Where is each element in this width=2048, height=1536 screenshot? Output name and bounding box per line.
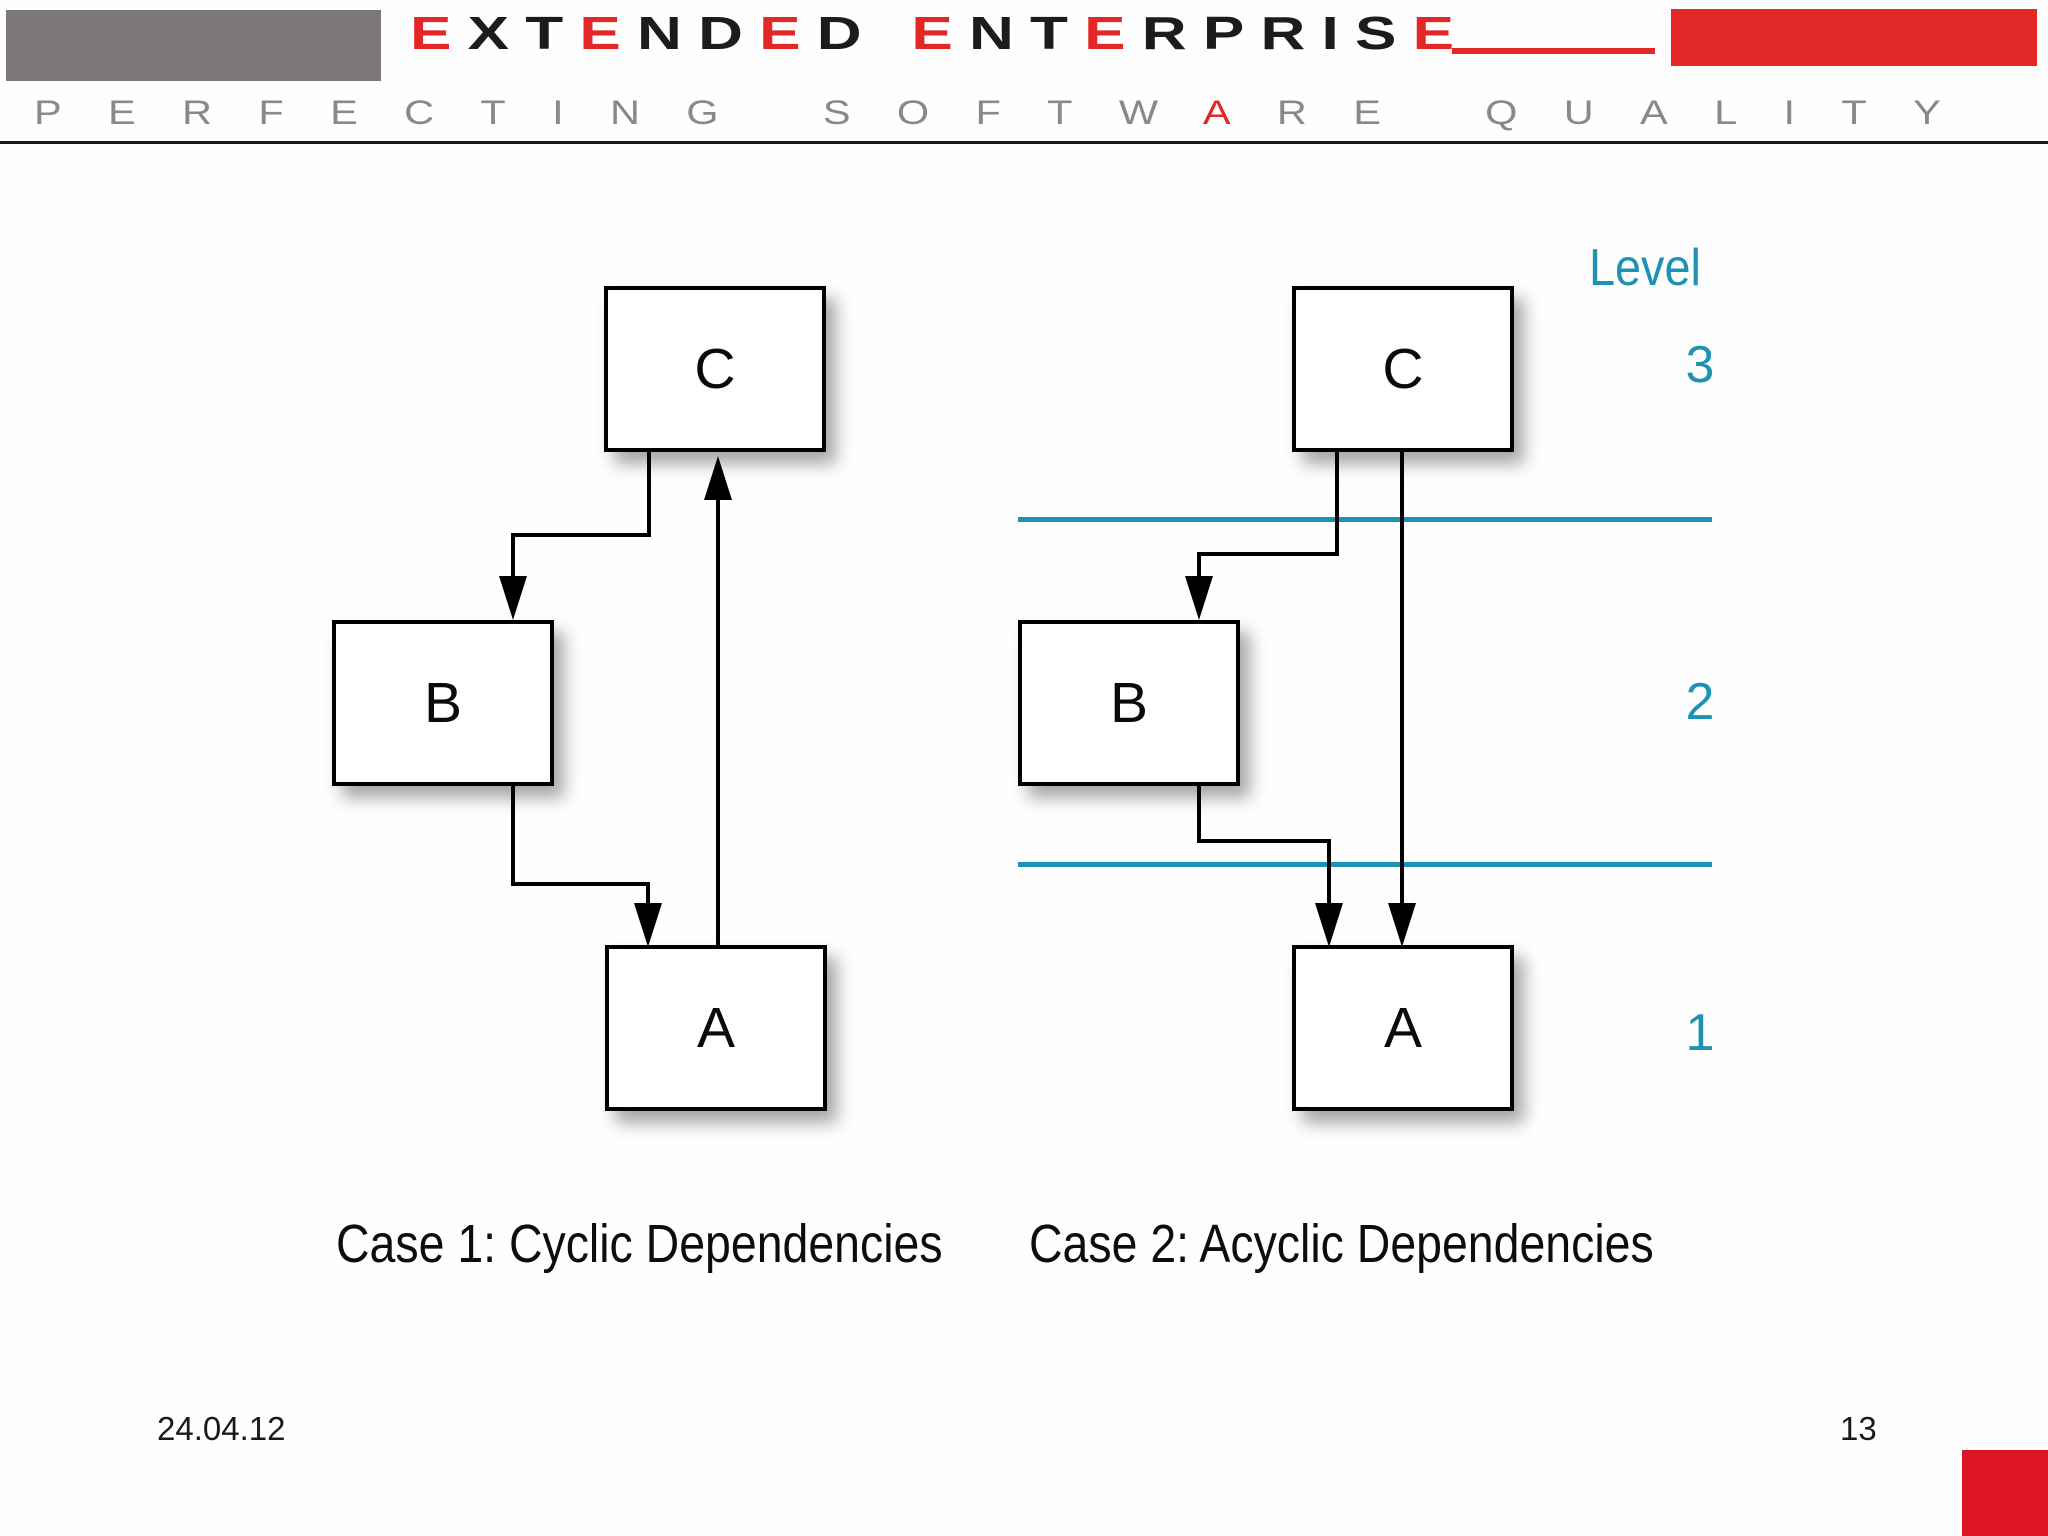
case1-arrowhead-into-a — [634, 903, 662, 947]
brand-letter: S — [1355, 7, 1413, 59]
case2-edge-b-to-a-seg1 — [1197, 782, 1201, 843]
case2-edge-c-to-b-seg2 — [1197, 552, 1339, 556]
case1-caption: Case 1: Cyclic Dependencies — [336, 1214, 943, 1274]
case1-node-b-label: B — [423, 671, 463, 735]
case1-edge-c-to-b-seg1 — [647, 450, 651, 537]
level-separator-lower — [1018, 862, 1712, 867]
case1-edge-b-to-a-seg3 — [646, 882, 650, 907]
level-label: Level — [1589, 239, 1701, 297]
case2-node-c: C — [1292, 286, 1514, 452]
case2-node-a-label: A — [1383, 996, 1423, 1060]
brand-letter — [878, 7, 911, 59]
case1-edge-b-to-a-seg2 — [511, 882, 650, 886]
brand-letter: P — [1202, 7, 1261, 59]
case2-edge-b-to-a-seg3 — [1327, 839, 1331, 907]
case2-node-a: A — [1292, 945, 1514, 1111]
brand-letter: E — [579, 7, 638, 59]
brand-letter: D — [816, 7, 878, 59]
tagline-accent: A — [1202, 94, 1277, 132]
brand-underline — [1452, 48, 1655, 54]
brand-letter: X — [467, 7, 526, 59]
level-2-label: 2 — [1685, 673, 1715, 731]
case1-arrowhead-into-c — [704, 456, 732, 500]
case2-arrowhead-into-b — [1185, 576, 1213, 620]
header-rule — [0, 141, 2048, 144]
case2-edge-b-to-a-seg2 — [1197, 839, 1331, 843]
brand-letter: E — [759, 7, 817, 59]
brand-letter: E — [1412, 7, 1471, 59]
case2-node-c-label: C — [1382, 337, 1424, 401]
case1-arrowhead-into-b — [499, 576, 527, 620]
tagline: PERFECTING SOFTWARE QUALITY — [34, 94, 1987, 133]
case1-node-c: C — [604, 286, 826, 452]
brand-letter: E — [911, 7, 969, 59]
case2-arrowhead-c-into-a — [1388, 903, 1416, 947]
case1-node-a-label: A — [696, 996, 736, 1060]
brand-text: EXTENDED ENTERPRISE — [410, 6, 1470, 60]
case1-edge-a-to-c — [716, 498, 720, 947]
case2-edge-c-to-b-seg1 — [1335, 450, 1339, 556]
logo-gray-block — [6, 10, 381, 81]
level-3-label: 3 — [1685, 336, 1715, 394]
case1-node-a: A — [605, 945, 827, 1111]
corner-red-square — [1962, 1450, 2048, 1536]
tagline-pre: PERFECTING SOFTW — [34, 94, 1203, 132]
brand-letter: I — [1321, 7, 1355, 59]
case2-edge-c-to-b-seg3 — [1197, 552, 1201, 580]
case1-edge-b-to-a-seg1 — [511, 782, 515, 886]
tagline-post: RE QUALITY — [1276, 94, 1988, 132]
brand-letter: N — [637, 7, 699, 59]
case2-edge-c-to-a — [1400, 450, 1404, 907]
case1-node-b: B — [332, 620, 554, 786]
case1-node-c-label: C — [694, 337, 736, 401]
case1-edge-c-to-b-seg2 — [511, 533, 651, 537]
logo-red-block — [1671, 9, 2037, 66]
brand-letter: T — [525, 7, 580, 59]
brand-letter: N — [968, 7, 1031, 59]
page-number: 13 — [1840, 1410, 1877, 1447]
case2-arrowhead-b-into-a — [1315, 903, 1343, 947]
brand-letter: R — [1260, 7, 1322, 59]
brand-letter: R — [1141, 7, 1203, 59]
level-separator-upper — [1018, 517, 1712, 522]
case2-node-b: B — [1018, 620, 1240, 786]
case1-edge-c-to-b-seg3 — [511, 533, 515, 580]
footer-date: 24.04.12 — [157, 1410, 286, 1447]
brand-letter: T — [1030, 7, 1085, 59]
brand-letter: E — [1084, 7, 1142, 59]
brand-letter: D — [698, 7, 760, 59]
brand-letter: E — [410, 7, 468, 59]
case2-caption: Case 2: Acyclic Dependencies — [1029, 1214, 1654, 1274]
level-1-label: 1 — [1685, 1004, 1715, 1062]
case2-node-b-label: B — [1109, 671, 1149, 735]
